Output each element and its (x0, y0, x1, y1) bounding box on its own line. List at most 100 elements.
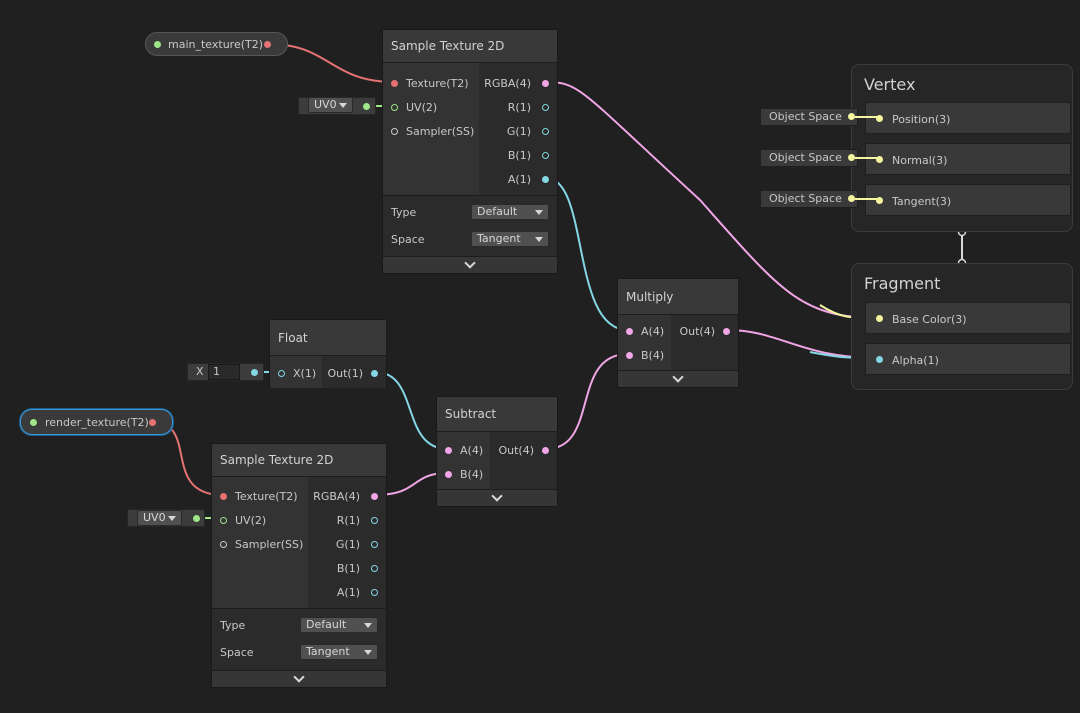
type-label: Type (391, 206, 417, 219)
a-output-port[interactable] (371, 589, 378, 596)
output-label-r: R(1) (336, 514, 360, 527)
out-output-port[interactable] (542, 447, 549, 454)
input-label-uv: UV(2) (235, 514, 267, 527)
property-render-texture[interactable]: render_texture(T2) (20, 409, 173, 435)
texture-port-icon[interactable] (264, 41, 271, 48)
input-label-b: B(4) (460, 468, 484, 481)
property-label: render_texture(T2) (45, 416, 149, 429)
chevron-down-icon (168, 516, 176, 521)
fragment-block[interactable]: Fragment Base Color(3) Alpha(1) (851, 263, 1073, 390)
b-output-port[interactable] (542, 152, 549, 159)
input-label-b: B(4) (641, 349, 665, 362)
subtract-node[interactable]: Subtract A(4) B(4) Out(4) (436, 396, 558, 507)
object-space-normal[interactable]: Object Space (760, 149, 858, 167)
type-value: Default (477, 205, 518, 218)
node-title[interactable]: Sample Texture 2D (383, 30, 557, 63)
chevron-down-icon (491, 490, 503, 502)
r-output-port[interactable] (371, 517, 378, 524)
multiply-node[interactable]: Multiply A(4) B(4) Out(4) (617, 278, 739, 388)
node-title[interactable]: Float (270, 320, 386, 356)
rgba-output-port[interactable] (542, 80, 549, 87)
node-title[interactable]: Multiply (618, 279, 738, 315)
wire-subtract-to-multiply[interactable] (545, 353, 629, 450)
space-label: Space (220, 646, 254, 659)
float-node[interactable]: Float X(1) Out(1) (269, 319, 387, 388)
chevron-down-icon (339, 103, 347, 108)
vertex-slot-tangent[interactable]: Tangent(3) (865, 184, 1071, 216)
sampler-input-port[interactable] (220, 541, 227, 548)
chevron-down-icon (535, 210, 543, 215)
collapse-button[interactable] (212, 670, 386, 687)
uv-output-icon (193, 515, 200, 522)
sample-texture-2d-node-1[interactable]: Sample Texture 2D Texture(T2) UV(2) Samp… (382, 29, 558, 274)
b-output-port[interactable] (371, 565, 378, 572)
a-input-port[interactable] (445, 447, 452, 454)
vertex-slot-normal[interactable]: Normal(3) (865, 143, 1071, 175)
a-output-port[interactable] (542, 176, 549, 183)
tangent-input-port[interactable] (876, 197, 883, 204)
texture-port-icon[interactable] (149, 419, 156, 426)
type-dropdown[interactable]: Default (300, 617, 378, 633)
position-input-port[interactable] (876, 115, 883, 122)
object-space-position[interactable]: Object Space (760, 108, 858, 126)
space-value: Tangent (477, 232, 521, 245)
collapse-button[interactable] (437, 489, 557, 506)
uv-value: UV0 (143, 511, 166, 524)
uv-input-port[interactable] (220, 517, 227, 524)
texture-input-port[interactable] (391, 80, 398, 87)
input-label-texture: Texture(T2) (235, 490, 298, 503)
fragment-slot-alpha[interactable]: Alpha(1) (865, 343, 1071, 375)
vertex-title: Vertex (864, 75, 916, 94)
vertex-slot-position[interactable]: Position(3) (865, 102, 1071, 134)
collapse-button[interactable] (618, 370, 738, 387)
type-dropdown[interactable]: Default (471, 204, 549, 220)
collapse-button[interactable] (383, 256, 557, 273)
space-label: Space (391, 233, 425, 246)
b-input-port[interactable] (626, 352, 633, 359)
property-main-texture[interactable]: main_texture(T2) (145, 32, 288, 56)
base-color-input-port[interactable] (876, 315, 883, 322)
x-input-port[interactable] (278, 370, 285, 377)
uv-value: UV0 (314, 98, 337, 111)
output-label-out: Out(4) (679, 325, 715, 338)
b-input-port[interactable] (445, 471, 452, 478)
chevron-down-icon (293, 671, 305, 683)
slot-label: Tangent(3) (892, 195, 952, 208)
space-dropdown[interactable]: Tangent (471, 231, 549, 247)
uv-dropdown-2[interactable]: UV0 (137, 510, 182, 526)
fragment-slot-base-color[interactable]: Base Color(3) (865, 302, 1071, 334)
r-output-port[interactable] (542, 104, 549, 111)
output-label-a: A(1) (336, 586, 360, 599)
chevron-down-icon (364, 650, 372, 655)
rgba-output-port[interactable] (371, 493, 378, 500)
wire-main-texture[interactable] (267, 43, 395, 83)
uv-output-icon (363, 103, 370, 110)
output-label-out: Out(1) (327, 367, 363, 380)
sampler-input-port[interactable] (391, 128, 398, 135)
uv-input-port[interactable] (391, 104, 398, 111)
g-output-port[interactable] (371, 541, 378, 548)
normal-input-port[interactable] (876, 156, 883, 163)
vertex-block[interactable]: Vertex Position(3) Normal(3) Tangent(3) (851, 64, 1073, 232)
g-output-port[interactable] (542, 128, 549, 135)
property-dot-icon (30, 419, 37, 426)
wire-a-to-multiply[interactable] (545, 177, 629, 331)
out-output-port[interactable] (371, 370, 378, 377)
slot-label: Alpha(1) (892, 354, 939, 367)
texture-input-port[interactable] (220, 493, 227, 500)
output-label-out: Out(4) (498, 444, 534, 457)
uv-dropdown-1[interactable]: UV0 (308, 97, 353, 113)
property-label: main_texture(T2) (168, 38, 264, 51)
a-input-port[interactable] (626, 328, 633, 335)
space-value: Object Space (769, 110, 842, 123)
sample-texture-2d-node-2[interactable]: Sample Texture 2D Texture(T2) UV(2) Samp… (211, 443, 387, 688)
input-label-sampler: Sampler(SS) (235, 538, 304, 551)
space-dropdown[interactable]: Tangent (300, 644, 378, 660)
node-title[interactable]: Subtract (437, 397, 557, 432)
object-space-tangent[interactable]: Object Space (760, 190, 858, 208)
node-title[interactable]: Sample Texture 2D (212, 444, 386, 477)
alpha-input-port[interactable] (876, 356, 883, 363)
out-output-port[interactable] (723, 328, 730, 335)
output-label-g: G(1) (335, 538, 360, 551)
float-x-input[interactable]: 1 (208, 364, 240, 380)
